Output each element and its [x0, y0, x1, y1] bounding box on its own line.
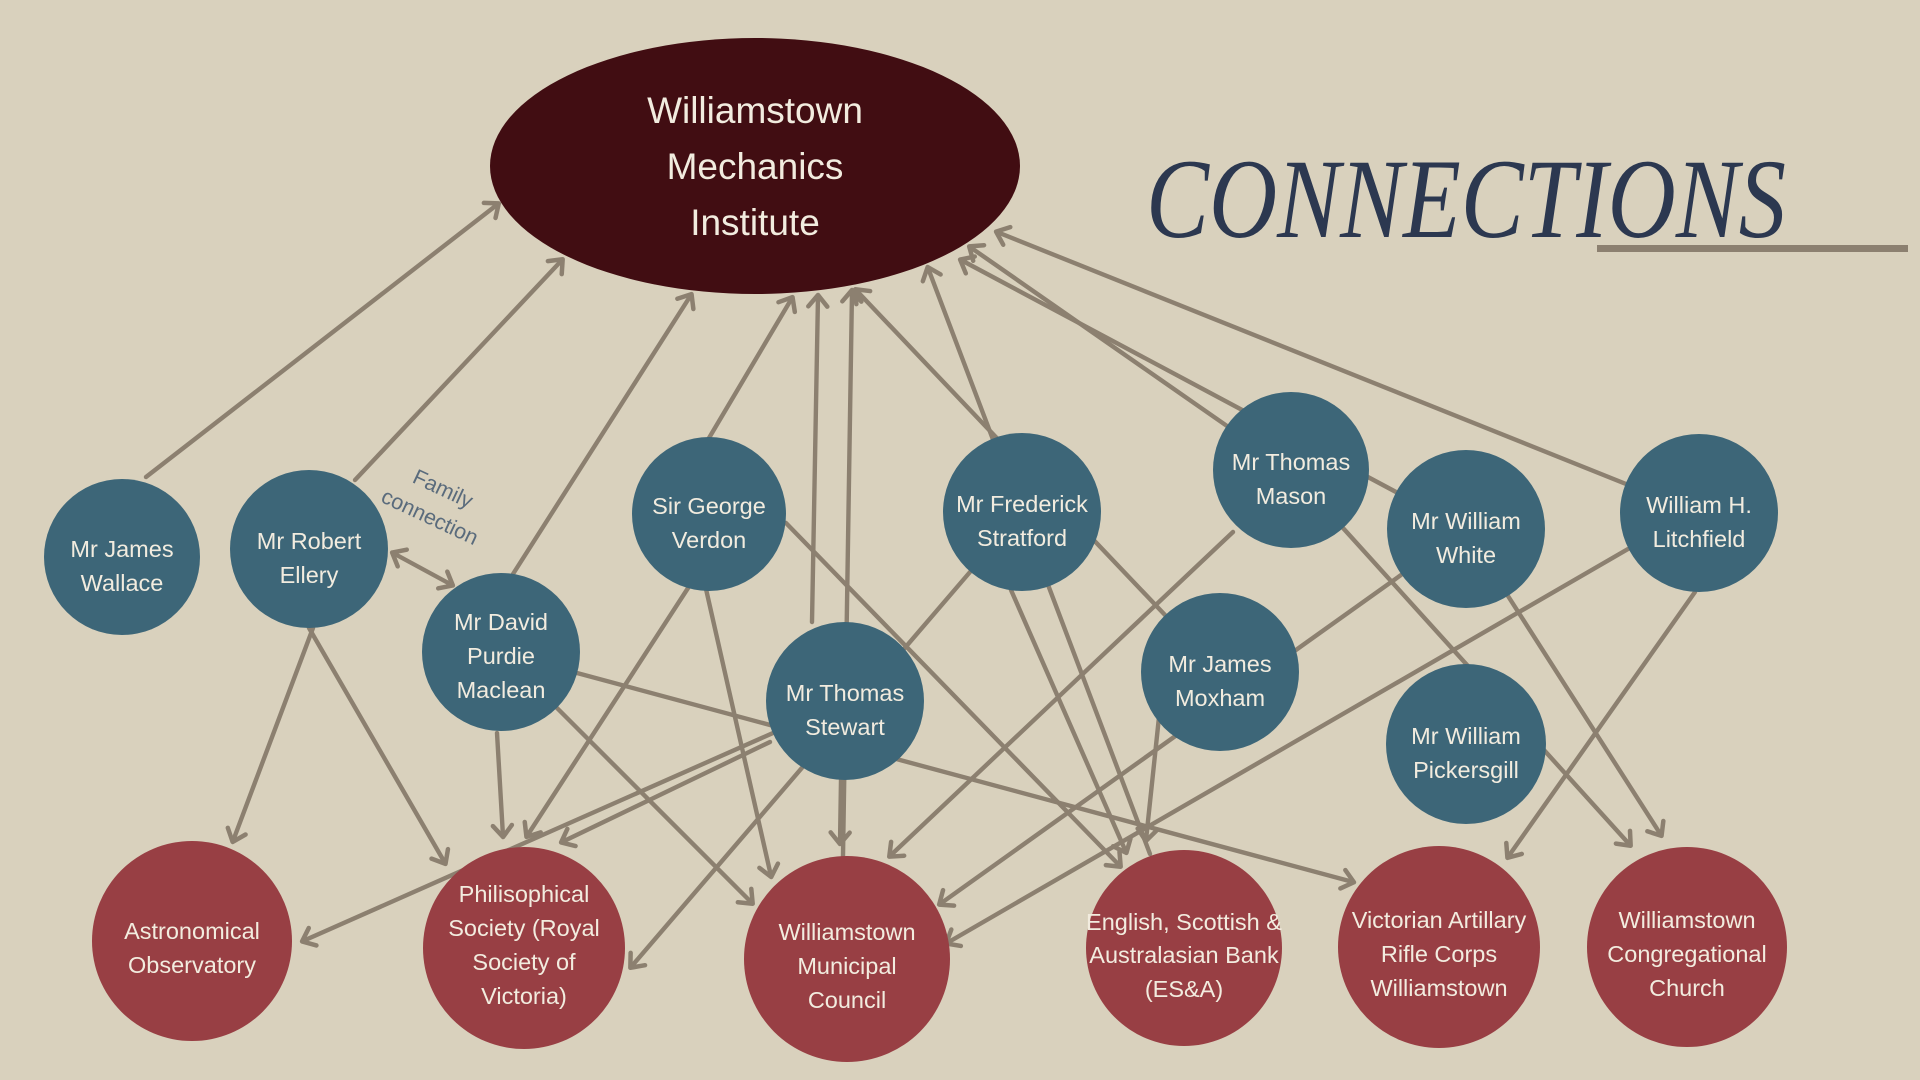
svg-text:Stewart: Stewart: [805, 714, 885, 740]
svg-text:Australasian Bank: Australasian Bank: [1089, 942, 1279, 968]
svg-text:Maclean: Maclean: [457, 677, 546, 703]
svg-text:Litchfield: Litchfield: [1653, 526, 1746, 552]
svg-text:Williamstown: Williamstown: [647, 90, 863, 131]
svg-text:Mechanics: Mechanics: [667, 146, 844, 187]
svg-text:Williamstown: Williamstown: [1370, 975, 1507, 1001]
svg-text:Victoria): Victoria): [481, 983, 567, 1009]
svg-text:Verdon: Verdon: [672, 527, 746, 553]
svg-text:Mr Frederick: Mr Frederick: [956, 491, 1088, 517]
svg-text:Society of: Society of: [472, 949, 576, 975]
svg-text:Congregational: Congregational: [1607, 941, 1766, 967]
svg-text:William H.: William H.: [1646, 492, 1752, 518]
svg-text:Mr Thomas: Mr Thomas: [1232, 449, 1350, 475]
svg-text:Stratford: Stratford: [977, 525, 1067, 551]
svg-text:Pickersgill: Pickersgill: [1413, 757, 1519, 783]
svg-text:CONNECTIONS: CONNECTIONS: [1146, 137, 1786, 262]
svg-text:Williamstown: Williamstown: [778, 919, 915, 945]
svg-text:Victorian Artillary: Victorian Artillary: [1352, 907, 1527, 933]
svg-text:Williamstown: Williamstown: [1618, 907, 1755, 933]
svg-text:Ellery: Ellery: [280, 562, 339, 588]
svg-text:Astronomical: Astronomical: [124, 918, 260, 944]
svg-text:Mr James: Mr James: [1168, 651, 1271, 677]
svg-text:Mr Thomas: Mr Thomas: [786, 680, 904, 706]
svg-text:White: White: [1436, 542, 1496, 568]
svg-text:Purdie: Purdie: [467, 643, 535, 669]
svg-text:Moxham: Moxham: [1175, 685, 1265, 711]
svg-text:Society (Royal: Society (Royal: [448, 915, 600, 941]
svg-text:Municipal: Municipal: [797, 953, 896, 979]
svg-text:Council: Council: [808, 987, 886, 1013]
svg-text:(ES&A): (ES&A): [1145, 976, 1223, 1002]
svg-text:English, Scottish &: English, Scottish &: [1086, 909, 1282, 935]
svg-text:Mr David: Mr David: [454, 609, 548, 635]
svg-text:Rifle Corps: Rifle Corps: [1381, 941, 1497, 967]
svg-text:Mr James: Mr James: [70, 536, 173, 562]
svg-text:Mr William: Mr William: [1411, 723, 1521, 749]
svg-text:Institute: Institute: [690, 202, 820, 243]
svg-text:Mr William: Mr William: [1411, 508, 1521, 534]
svg-text:Church: Church: [1649, 975, 1725, 1001]
svg-text:Mr Robert: Mr Robert: [257, 528, 362, 554]
svg-text:Sir George: Sir George: [652, 493, 766, 519]
svg-text:Wallace: Wallace: [81, 570, 164, 596]
svg-text:Philisophical: Philisophical: [459, 881, 590, 907]
svg-text:Observatory: Observatory: [128, 952, 256, 978]
svg-text:Mason: Mason: [1256, 483, 1327, 509]
